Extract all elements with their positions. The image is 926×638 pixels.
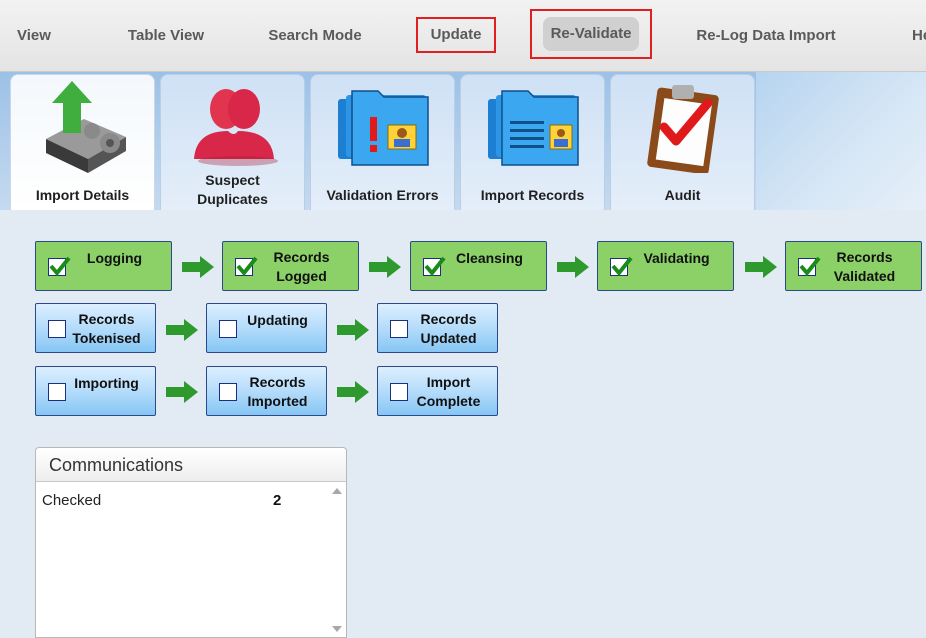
checkbox-unchecked [390,320,408,338]
check-icon [424,256,446,277]
step-label-line1: Import [426,374,471,390]
tab-label-line1: Suspect [205,172,260,188]
checkbox-checked [610,256,633,277]
checkbox-checked [423,256,446,277]
checkbox-checked [798,256,821,277]
step-label-line2: Validated [833,268,896,284]
clipboard-check-icon [647,85,719,173]
tab-import-records[interactable]: Import Records [460,74,605,210]
step-label-line1: Records [836,249,893,265]
tab-label: Validation Errors [326,187,439,203]
step-records-validated: Records Validated [785,241,922,291]
communications-row-label[interactable]: Checked [42,492,102,509]
server-upload-icon [46,81,126,173]
arrow-right-icon [337,381,369,403]
step-updating: Updating [206,303,327,353]
communications-row-count: 2 [273,492,282,509]
communications-panel: Communications Checked 2 [35,447,347,638]
step-records-tokenised: Records Tokenised [35,303,156,353]
step-label-line1: Records [273,249,330,265]
step-label-line1: Records [249,374,306,390]
step-label-line2: Complete [416,393,481,409]
checkbox-unchecked [219,320,237,338]
step-label: Records Imported [237,373,318,411]
step-records-logged: Records Logged [222,241,359,291]
arrow-right-icon [557,256,589,278]
arrow-right-icon [745,256,777,278]
tab-suspect-duplicates[interactable]: Suspect Duplicates [160,74,305,210]
check-icon [611,256,633,277]
tab-label: Audit [664,187,701,203]
checkbox-checked [235,256,258,277]
background-decoration [756,72,926,210]
step-label: Cleansing [456,250,523,266]
step-records-imported: Records Imported [206,366,327,416]
tab-validation-errors[interactable]: Validation Errors [310,74,455,210]
step-label: Records Updated [408,310,489,348]
tab-label-line2: Duplicates [197,191,268,207]
step-logging: Logging [35,241,172,291]
step-label: Records Logged [253,248,350,286]
arrow-right-icon [337,319,369,341]
step-label-line1: Records [420,311,477,327]
menu-revalidate[interactable]: Re-Validate [542,17,640,51]
menu-help[interactable]: He [912,27,926,44]
step-label: Records Validated [816,248,913,286]
step-records-updated: Records Updated [377,303,498,353]
tab-label: Import Records [480,187,585,203]
arrow-right-icon [182,256,214,278]
users-duplicate-icon [194,89,278,166]
folder-error-icon [338,90,429,166]
folder-records-icon [488,90,579,166]
checkbox-unchecked [48,320,66,338]
menu-table-view[interactable]: Table View [127,27,205,44]
step-label-line2: Updated [420,330,477,346]
tab-import-details[interactable]: Import Details [10,74,155,210]
checkbox-unchecked [48,383,66,401]
step-import-complete: Import Complete [377,366,498,416]
check-icon [799,256,821,277]
check-icon [236,256,258,277]
arrow-right-icon [166,319,198,341]
step-cleansing: Cleansing [410,241,547,291]
tab-label: Import Details [35,187,130,203]
tab-audit[interactable]: Audit [610,74,755,210]
communications-scrollbar[interactable] [329,484,345,636]
step-validating: Validating [597,241,734,291]
step-label: Import Complete [408,373,489,411]
communications-title: Communications [36,448,346,482]
menu-revalidate-outline: Re-Validate [530,9,652,59]
arrow-right-icon [166,381,198,403]
menu-search-mode[interactable]: Search Mode [268,27,362,44]
step-label-line2: Imported [247,393,308,409]
checkbox-unchecked [390,383,408,401]
checkbox-unchecked [219,383,237,401]
step-label: Records Tokenised [66,310,147,348]
step-label-line1: Records [78,311,135,327]
checkbox-checked [48,256,71,277]
scroll-up-icon[interactable] [332,488,342,494]
step-label-line2: Logged [276,268,327,284]
arrow-right-icon [369,256,401,278]
menu-view[interactable]: View [17,27,51,44]
top-menu-bar: View Table View Search Mode Update Re-Va… [0,0,926,72]
step-label: Validating [643,250,710,266]
menu-relog-data-import[interactable]: Re-Log Data Import [696,27,836,44]
check-icon [49,256,71,277]
step-label: Logging [86,250,143,266]
step-label: Importing [74,375,139,391]
step-label-line2: Tokenised [72,330,141,346]
step-label: Updating [247,312,308,328]
step-importing: Importing [35,366,156,416]
scroll-down-icon[interactable] [332,626,342,632]
menu-update[interactable]: Update [416,17,496,53]
